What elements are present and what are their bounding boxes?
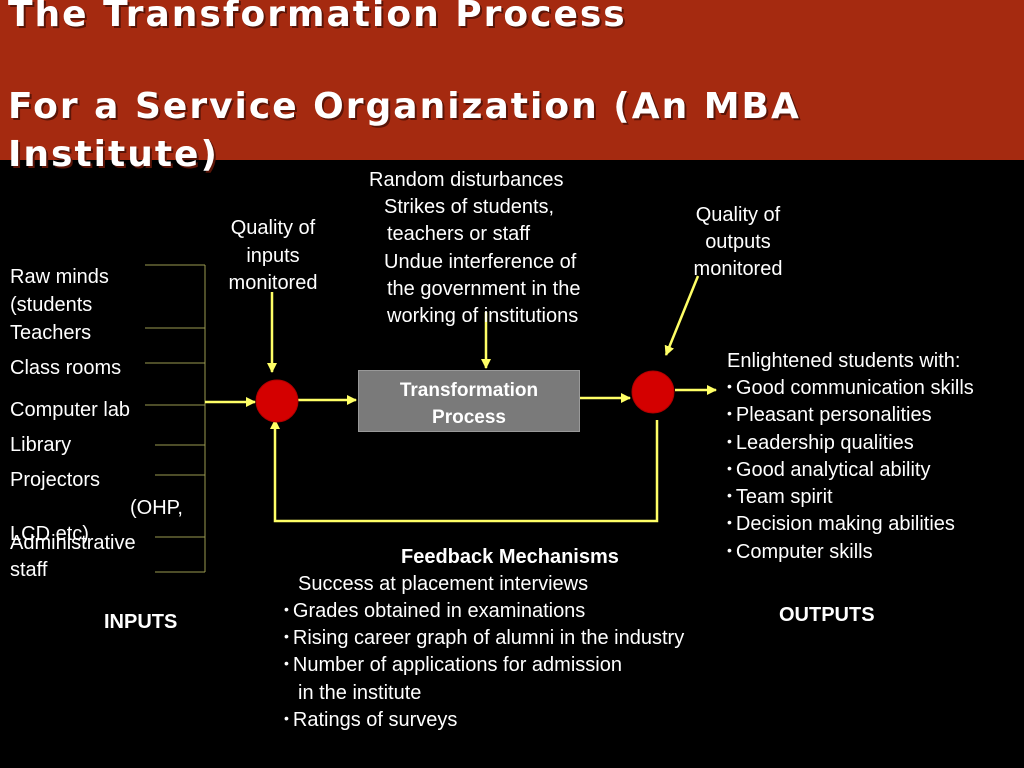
feedback-item: Ratings of surveys (284, 707, 458, 735)
input-node (255, 379, 299, 423)
disturbance-line: the government in the (387, 278, 581, 300)
disturbance-line: working of institutions (387, 305, 579, 327)
output-item: Decision making abilities (727, 511, 955, 539)
input-bracket (145, 264, 206, 573)
feedback-item: Rising career graph of alumni in the ind… (284, 625, 684, 653)
output-item: Computer skills (727, 539, 873, 567)
disturbance-line: teachers or staff (387, 223, 531, 245)
title-line-1: The Transformation Process (8, 0, 627, 35)
quality-inputs-label: monitored (228, 272, 318, 294)
output-item: Good communication skills (727, 375, 974, 403)
transformation-process-label: Transformation Process (358, 377, 580, 431)
feedback-loop-arrow (270, 419, 659, 523)
outputs-heading: OUTPUTS (779, 604, 875, 626)
input-item: Computer lab (10, 399, 131, 421)
transformation-process-box (358, 370, 580, 432)
quality-outputs-label: Quality of (695, 204, 781, 226)
input-item: Projectors (10, 469, 101, 491)
disturbance-line: Undue interference of (384, 251, 577, 273)
input-item: Teachers (10, 322, 92, 344)
feedback-heading: Feedback Mechanisms (401, 546, 619, 568)
disturbance-line: Random disturbances (369, 169, 564, 191)
feedback-item-continuation: in the institute (298, 682, 422, 704)
input-item: LCD etc) (10, 523, 89, 545)
disturbance-line: Strikes of students, (384, 196, 555, 218)
title-line-3: Institute) (8, 134, 219, 175)
output-item: Leadership qualities (727, 430, 914, 458)
process-line-1: Transformation (399, 380, 539, 401)
input-item: Administrative (10, 532, 136, 554)
input-item: (OHP, (130, 497, 183, 519)
feedback-item: Grades obtained in examinations (284, 598, 585, 626)
feedback-item: Number of applications for admission (284, 652, 622, 680)
output-item: Pleasant personalities (727, 402, 932, 430)
feedback-item: Success at placement interviews (298, 573, 589, 595)
process-line-2: Process (432, 407, 506, 428)
inputs-heading: INPUTS (104, 611, 178, 633)
input-item: (students (10, 294, 93, 316)
quality-outputs-arrow (664, 275, 700, 356)
title-line-2: For a Service Organization (An MBA (8, 86, 801, 127)
quality-outputs-label: monitored (693, 258, 783, 280)
quality-outputs-label: outputs (705, 231, 771, 253)
output-node (631, 370, 675, 414)
input-item: Raw minds (10, 266, 109, 288)
quality-inputs-label: Quality of (230, 217, 316, 239)
input-item: staff (10, 559, 48, 581)
input-item: Class rooms (10, 357, 122, 379)
title-banner (0, 0, 1024, 160)
output-item: Team spirit (727, 484, 833, 512)
outputs-intro: Enlightened students with: (727, 350, 961, 372)
input-item: Library (10, 434, 72, 456)
quality-inputs-label: inputs (246, 245, 300, 267)
output-item: Good analytical ability (727, 457, 931, 485)
